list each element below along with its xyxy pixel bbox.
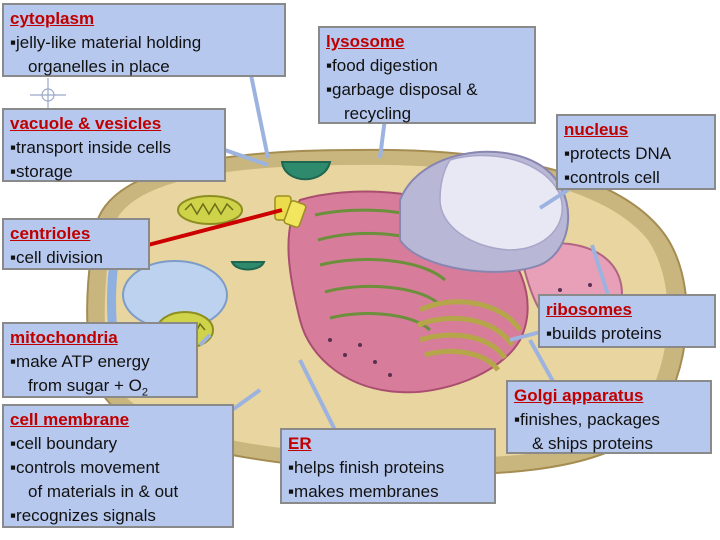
label-title: ER bbox=[288, 434, 312, 453]
label-line: ▪food digestion bbox=[326, 56, 438, 75]
label-title: cell membrane bbox=[10, 410, 130, 429]
label-ribosomes: ribosomes ▪builds proteins bbox=[538, 294, 716, 348]
label-line: ▪controls cell bbox=[564, 168, 660, 187]
label-line: recycling bbox=[344, 104, 412, 123]
label-title: Golgi apparatus bbox=[514, 386, 644, 405]
label-title: centrioles bbox=[10, 224, 91, 243]
label-line: ▪recognizes signals bbox=[10, 506, 156, 525]
pointer-lines bbox=[198, 69, 610, 431]
label-line: & ships proteins bbox=[532, 434, 653, 453]
centriole-shape bbox=[274, 195, 307, 228]
label-title: lysosome bbox=[326, 32, 405, 51]
label-line: ▪transport inside cells bbox=[10, 138, 171, 157]
label-er: ER ▪helps finish proteins ▪makes membran… bbox=[280, 428, 496, 504]
label-line: ▪helps finish proteins bbox=[288, 458, 445, 477]
golgi-shape bbox=[417, 299, 523, 372]
label-line: ▪controls movement bbox=[10, 458, 160, 477]
label-membrane: cell membrane ▪cell boundary ▪controls m… bbox=[2, 404, 234, 528]
label-line: ▪protects DNA bbox=[564, 144, 672, 163]
lysosome-shape bbox=[280, 161, 332, 181]
label-line: of materials in & out bbox=[28, 482, 179, 501]
label-title: vacuole & vesicles bbox=[10, 114, 162, 133]
label-line: ▪makes membranes bbox=[288, 482, 439, 501]
label-subscript: 2 bbox=[141, 386, 148, 399]
label-line: ▪storage bbox=[10, 162, 73, 181]
label-line: from sugar + O2 bbox=[10, 374, 190, 404]
nucleus-shape bbox=[399, 150, 570, 273]
label-line: organelles in place bbox=[28, 57, 170, 76]
label-lysosome: lysosome ▪food digestion ▪garbage dispos… bbox=[318, 26, 536, 124]
label-line: ▪garbage disposal & bbox=[326, 80, 478, 99]
label-line: ▪builds proteins bbox=[546, 324, 662, 343]
label-centrioles: centrioles ▪cell division bbox=[2, 218, 150, 270]
label-title: cytoplasm bbox=[10, 9, 95, 28]
crosshair-mark bbox=[30, 78, 66, 112]
label-line: ▪finishes, packages bbox=[514, 410, 660, 429]
label-line: ▪cell boundary bbox=[10, 434, 118, 453]
label-golgi: Golgi apparatus ▪finishes, packages & sh… bbox=[506, 380, 712, 454]
label-line: ▪jelly-like material holding bbox=[10, 33, 202, 52]
centriole-pointer bbox=[147, 208, 283, 247]
label-vacuole: vacuole & vesicles ▪transport inside cel… bbox=[2, 108, 226, 182]
label-line-text: from sugar + O bbox=[28, 376, 142, 395]
label-cytoplasm: cytoplasm ▪jelly-like material holding o… bbox=[2, 3, 286, 77]
label-title: mitochondria bbox=[10, 328, 118, 347]
lysosome-shape-2 bbox=[230, 261, 266, 271]
label-nucleus: nucleus ▪protects DNA ▪controls cell bbox=[556, 114, 716, 190]
label-line: ▪cell division bbox=[10, 248, 103, 267]
label-title: ribosomes bbox=[546, 300, 632, 319]
label-mitochondria: mitochondria ▪make ATP energy from sugar… bbox=[2, 322, 198, 398]
label-line: ▪make ATP energy bbox=[10, 352, 150, 371]
label-title: nucleus bbox=[564, 120, 629, 139]
